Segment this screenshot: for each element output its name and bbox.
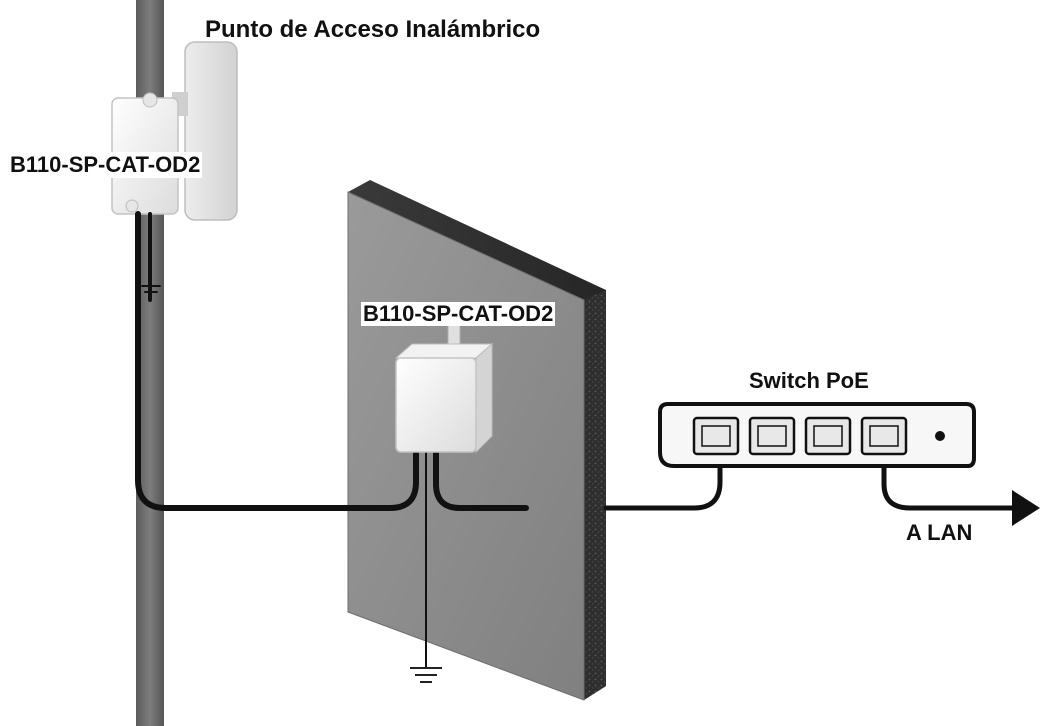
cables	[135, 211, 1017, 669]
switch-ports	[692, 416, 908, 456]
ground-symbol-icon	[410, 667, 442, 683]
lan-label: A LAN	[906, 520, 973, 545]
arrow-right-icon	[1012, 490, 1040, 526]
switch-label: Switch PoE	[749, 368, 869, 393]
access-point-icon	[172, 41, 238, 221]
poe-switch-icon	[658, 402, 976, 468]
access-point-label: Punto de Acceso Inalámbrico	[205, 16, 541, 43]
wall-protector-label: B110-SP-CAT-OD2	[361, 301, 556, 326]
power-led-icon	[935, 431, 945, 441]
wall-surge-protector-icon	[394, 321, 494, 454]
pole-protector-label: B110-SP-CAT-OD2	[8, 152, 203, 178]
